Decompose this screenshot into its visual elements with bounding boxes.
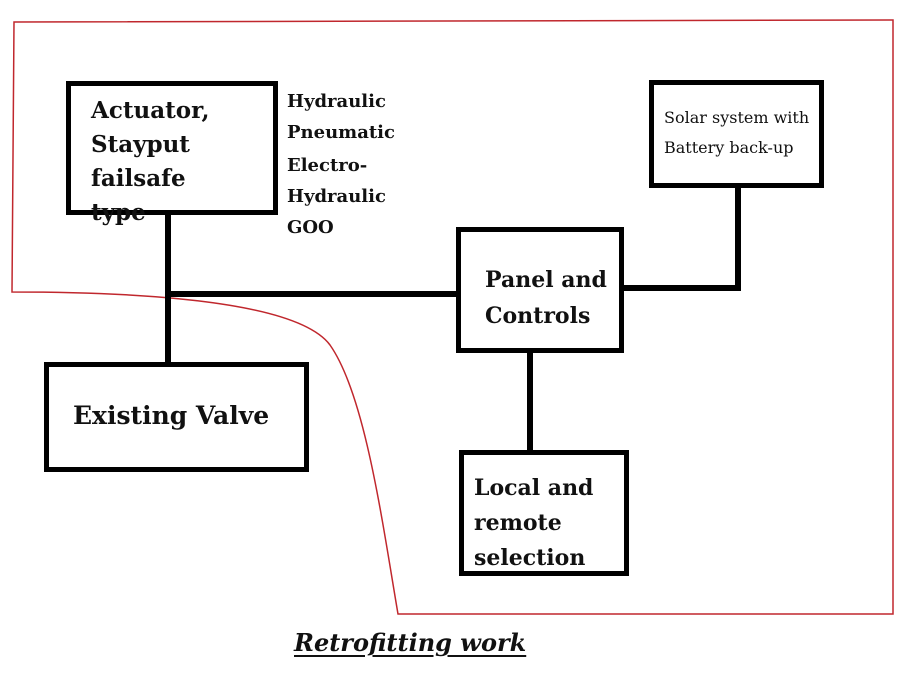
- retrofit-boundary-line: [11, 19, 894, 615]
- selection-label-line-2: remote: [474, 510, 562, 536]
- panel-label-line-2: Controls: [485, 303, 591, 329]
- actuator-type-item: GOO: [287, 217, 334, 238]
- diagram-caption: Retrofitting work: [294, 628, 527, 657]
- selection-label-line-3: selection: [474, 545, 586, 571]
- actuator-type-item: Pneumatic: [287, 122, 395, 143]
- selection-label-line-1: Local and: [474, 475, 594, 501]
- local-remote-selection-box: Local and remote selection: [459, 450, 629, 576]
- actuator-label-line-1: Actuator,: [91, 97, 210, 124]
- actuator-types-list: Hydraulic Pneumatic Electro- Hydraulic G…: [287, 86, 395, 243]
- actuator-type-item: Hydraulic: [287, 91, 386, 112]
- actuator-box: Actuator, Stayput failsafe type: [66, 81, 278, 226]
- panel-controls-box: Panel and Controls: [456, 227, 624, 353]
- solar-system-box: Solar system with Battery back-up: [649, 80, 824, 188]
- connector-panel-solar: [621, 185, 741, 291]
- solar-label-line-2: Battery back-up: [664, 138, 794, 157]
- existing-valve-label: Existing Valve: [73, 401, 270, 430]
- actuator-type-item: Electro-: [287, 155, 368, 176]
- actuator-label-line-2: Stayput failsafe: [91, 131, 190, 192]
- solar-label-line-1: Solar system with: [664, 108, 810, 127]
- actuator-label-line-3: type: [91, 199, 146, 226]
- existing-valve-box: Existing Valve: [44, 362, 309, 472]
- panel-label-line-1: Panel and: [485, 267, 607, 293]
- actuator-type-item: Hydraulic: [287, 186, 386, 207]
